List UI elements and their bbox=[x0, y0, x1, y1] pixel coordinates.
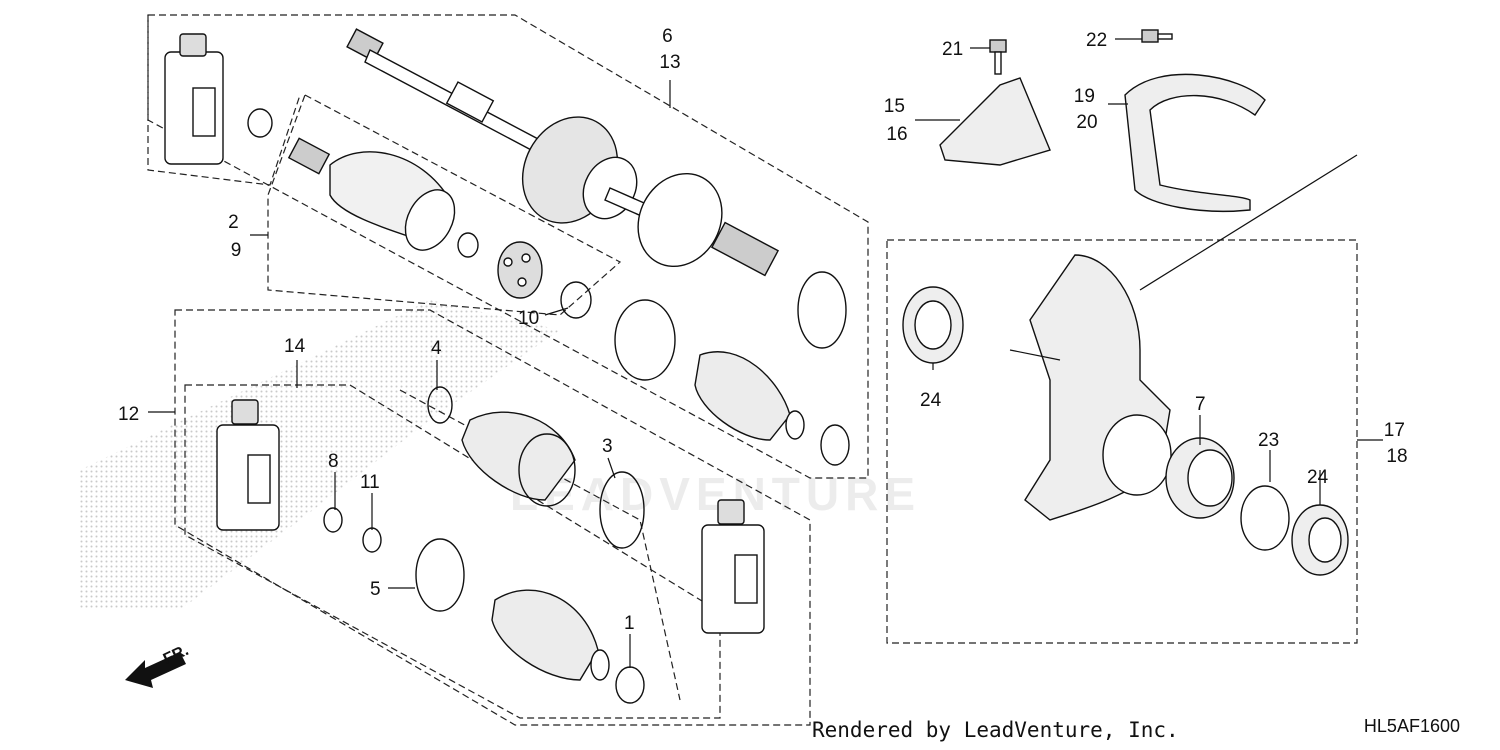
boot-band-upper-b bbox=[614, 299, 676, 381]
outline-fluid-kit bbox=[147, 15, 301, 186]
snap-ring-23 bbox=[1240, 485, 1290, 551]
band-3 bbox=[599, 471, 645, 549]
steering-knuckle bbox=[1024, 254, 1172, 521]
callout-17-18: 17 18 bbox=[1384, 420, 1410, 467]
fluid-bottle-top bbox=[164, 33, 224, 165]
callout-2-9: 2 9 bbox=[228, 212, 244, 261]
callout-labels: 6 13 2 9 10 14 12 4 3 8 11 5 1 21 22 15 … bbox=[118, 26, 1410, 634]
callout-3: 3 bbox=[602, 436, 613, 457]
boot-lower-outer bbox=[491, 589, 610, 681]
bearing-cage bbox=[497, 241, 543, 299]
callout-7: 7 bbox=[1195, 394, 1206, 415]
diagram-code: HL5AF1600 bbox=[1363, 716, 1460, 736]
seal-24-right bbox=[1291, 504, 1349, 576]
callout-19-20: 19 20 bbox=[1074, 86, 1100, 133]
fluid-bottle-lower bbox=[216, 399, 280, 531]
bracket-19 bbox=[1124, 73, 1266, 212]
arrow-icon bbox=[125, 652, 186, 688]
band-1 bbox=[615, 666, 645, 704]
callout-14: 14 bbox=[284, 336, 306, 357]
callout-22: 22 bbox=[1086, 30, 1107, 51]
outline-boot-kit-outer bbox=[174, 309, 811, 726]
callout-1: 1 bbox=[624, 613, 635, 634]
drive-axle-assembly bbox=[346, 28, 780, 277]
circlip-inner bbox=[457, 232, 479, 258]
watermark: LEADVENTURE bbox=[510, 468, 921, 520]
seal-24-left-inner bbox=[914, 300, 952, 350]
circlip-10 bbox=[560, 281, 592, 319]
clip-11 bbox=[362, 527, 382, 553]
render-credit: Rendered by LeadVenture, Inc. bbox=[812, 718, 1179, 742]
leader-lines bbox=[148, 38, 1383, 668]
callout-10: 10 bbox=[518, 308, 539, 329]
front-direction-arrow: FR. bbox=[125, 642, 191, 688]
background-dot-pattern bbox=[80, 300, 560, 610]
boot-upper bbox=[694, 351, 805, 441]
snap-ring-8 bbox=[323, 507, 343, 533]
callout-6-13: 6 13 bbox=[659, 26, 680, 73]
bearing-7 bbox=[1165, 437, 1235, 519]
band-4 bbox=[427, 386, 453, 424]
callout-5: 5 bbox=[370, 579, 381, 600]
boot-band-upper-a bbox=[797, 271, 847, 349]
callout-4: 4 bbox=[431, 338, 442, 359]
inner-cv-joint bbox=[287, 137, 456, 251]
outline-knuckle bbox=[886, 239, 1358, 644]
band-5 bbox=[415, 538, 465, 612]
bolt-21 bbox=[989, 39, 1007, 75]
callout-24-right: 24 bbox=[1307, 467, 1329, 488]
guard-15 bbox=[939, 77, 1051, 166]
callout-23: 23 bbox=[1258, 430, 1279, 451]
callout-8: 8 bbox=[328, 451, 339, 472]
snap-ring-top bbox=[247, 108, 273, 138]
outline-inner-joint bbox=[267, 94, 622, 316]
callout-15-16: 15 16 bbox=[884, 96, 910, 145]
boot-band-upper-small bbox=[820, 424, 850, 466]
front-direction-label: FR. bbox=[161, 642, 192, 668]
callout-12: 12 bbox=[118, 404, 139, 425]
callout-21: 21 bbox=[942, 39, 963, 60]
boot-lower-inner bbox=[461, 411, 576, 507]
outline-boot-kit-inner bbox=[184, 384, 721, 719]
callout-24-left: 24 bbox=[920, 390, 942, 411]
fluid-bottle-right bbox=[701, 499, 765, 634]
bolt-22 bbox=[1141, 29, 1173, 43]
callout-11: 11 bbox=[360, 472, 380, 493]
